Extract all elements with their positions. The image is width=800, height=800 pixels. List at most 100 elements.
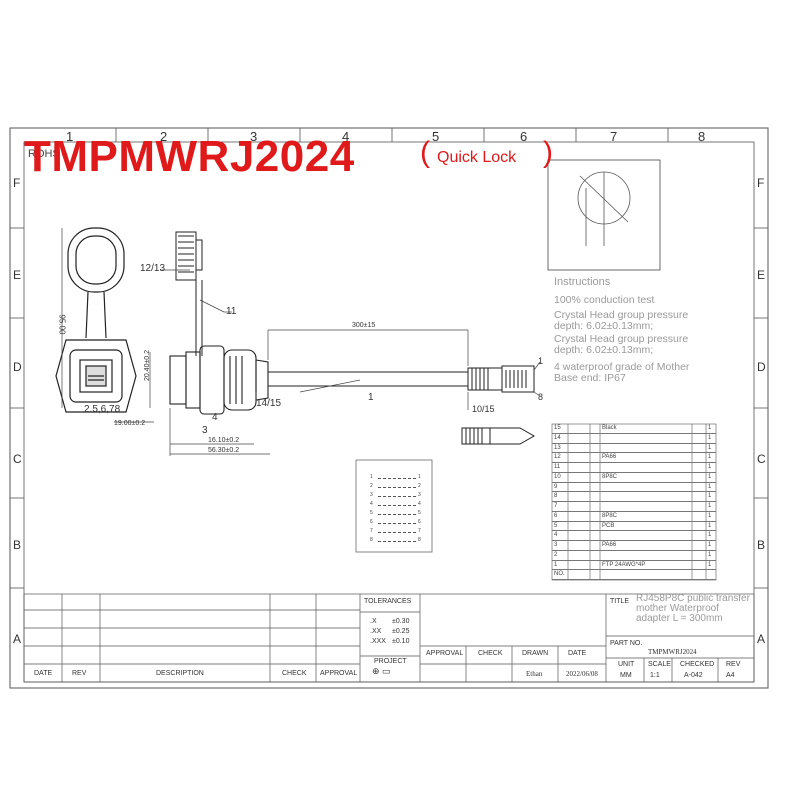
tol-xx-value: ±0.25 — [392, 628, 410, 635]
callout-4: 4 — [212, 412, 218, 423]
wiring-line — [378, 478, 416, 479]
bom-cell-no: NO. — [554, 571, 565, 578]
tol-xxx: .XXX — [370, 638, 386, 645]
part-number-title: TMPMWRJ2024 — [24, 132, 355, 181]
bom-cell-mat: FTP 24AWG*4P — [602, 561, 646, 568]
bom-cell-qty: 1 — [708, 532, 712, 539]
rev-col-header: REV — [72, 670, 87, 677]
bom-cell-mat: PCB — [602, 522, 615, 529]
row-label-d-right: D — [757, 360, 766, 374]
bom-cell-no: 8 — [554, 493, 558, 500]
frame-row-dividers — [10, 227, 768, 589]
date-label-top: DATE — [568, 650, 587, 657]
check-label: CHECK — [478, 650, 503, 657]
detail-view-drawing — [577, 171, 631, 246]
rev-label-tb: REV — [726, 661, 741, 668]
wiring-pin-left: 5 — [370, 510, 373, 516]
rohs-label: ROHS — [28, 148, 60, 160]
bom-cell-no: 3 — [554, 542, 558, 548]
frame-col-dividers — [115, 128, 669, 142]
row-label-b-right: B — [757, 538, 766, 552]
wiring-pin-right: 4 — [418, 501, 421, 507]
rj45-plug — [467, 365, 535, 393]
title-label: TITLE — [610, 598, 630, 605]
description-col-header: DESCRIPTION — [156, 670, 204, 677]
drawn-date-value: 2022/06/08 — [566, 670, 598, 678]
title-text: RJ458P8C public transfer mother Waterpro… — [636, 593, 750, 624]
subtitle-paren-open: ( — [420, 136, 430, 169]
checked-value: A-042 — [684, 672, 703, 679]
wiring-pin-right: 2 — [418, 483, 421, 489]
row-label-f-left: F — [13, 176, 21, 190]
callout-19: 19.00±0.2 — [114, 420, 146, 427]
side-body — [169, 345, 269, 415]
projection-symbol: ⊕ ▭ — [372, 666, 391, 676]
callout-3: 3 — [202, 425, 208, 436]
callout-11: 11 — [226, 306, 237, 317]
bom-cell-qty: 1 — [708, 561, 712, 568]
bom-cell-qty: 1 — [708, 512, 712, 519]
bom-cell-qty: 1 — [708, 464, 712, 470]
col-label-6: 6 — [520, 129, 528, 144]
callout-95: 95.00 — [57, 314, 67, 335]
bom-cell-qty: 1 — [708, 444, 712, 451]
col-label-3: 3 — [250, 129, 258, 144]
bom-cell-no: 11 — [554, 464, 561, 470]
callout-16-10: 16.10±0.2 — [208, 437, 240, 444]
wiring-pin-left: 1 — [370, 474, 373, 480]
wiring-pin-right: 7 — [418, 528, 421, 534]
callout-8: 8 — [538, 392, 544, 402]
bom-cell-qty: 1 — [708, 522, 712, 529]
wiring-pin-right: 8 — [418, 537, 421, 543]
wiring-line — [378, 514, 416, 515]
wiring-pin-left: 8 — [370, 537, 373, 543]
bom-cell-desc: Black — [602, 425, 617, 431]
wiring-pin-right: 3 — [418, 492, 421, 498]
scale-value: 1:1 — [650, 672, 660, 679]
bom-cell-no: 15 — [554, 425, 561, 431]
dimension-lines — [61, 228, 541, 456]
bom-cell-qty: 1 — [708, 503, 712, 509]
callout-56-30: 56.30±0.2 — [208, 447, 240, 454]
wiring-line — [378, 496, 416, 497]
wiring-box — [355, 459, 433, 553]
bom-cell-qty: 1 — [708, 473, 712, 480]
part-no-label: PART NO. — [610, 640, 643, 647]
wiring-pin-right: 1 — [418, 474, 421, 480]
rev-value: A4 — [726, 672, 735, 679]
instructions-line-4: 4 waterproof grade of Mother Base end: I… — [554, 361, 690, 384]
wiring-pin-left: 2 — [370, 483, 373, 489]
callout-10-15: 10/15 — [472, 404, 495, 414]
bom-row: NO. — [552, 570, 716, 580]
instructions-line-2: Crystal Head group pressure depth: 6.02±… — [554, 309, 689, 332]
bom-cell-no: 1 — [554, 561, 558, 568]
cable — [268, 371, 468, 387]
unit-label: UNIT — [618, 661, 635, 668]
wiring-line — [378, 541, 416, 542]
callout-20-40: 20.40±0.2 — [144, 349, 152, 382]
approval-label: APPROVAL — [426, 650, 464, 657]
col-label-1: 1 — [66, 129, 74, 144]
wiring-pin-left: 6 — [370, 519, 373, 525]
unit-value: MM — [620, 672, 632, 679]
bom-cell-qty: 1 — [708, 542, 712, 548]
tol-x: .X — [370, 618, 377, 625]
row-label-f-right: F — [757, 176, 765, 190]
side-cap — [175, 231, 203, 356]
wiring-line — [378, 523, 416, 524]
wiring-pin-right: 5 — [418, 510, 421, 516]
checked-label: CHECKED — [680, 661, 715, 668]
